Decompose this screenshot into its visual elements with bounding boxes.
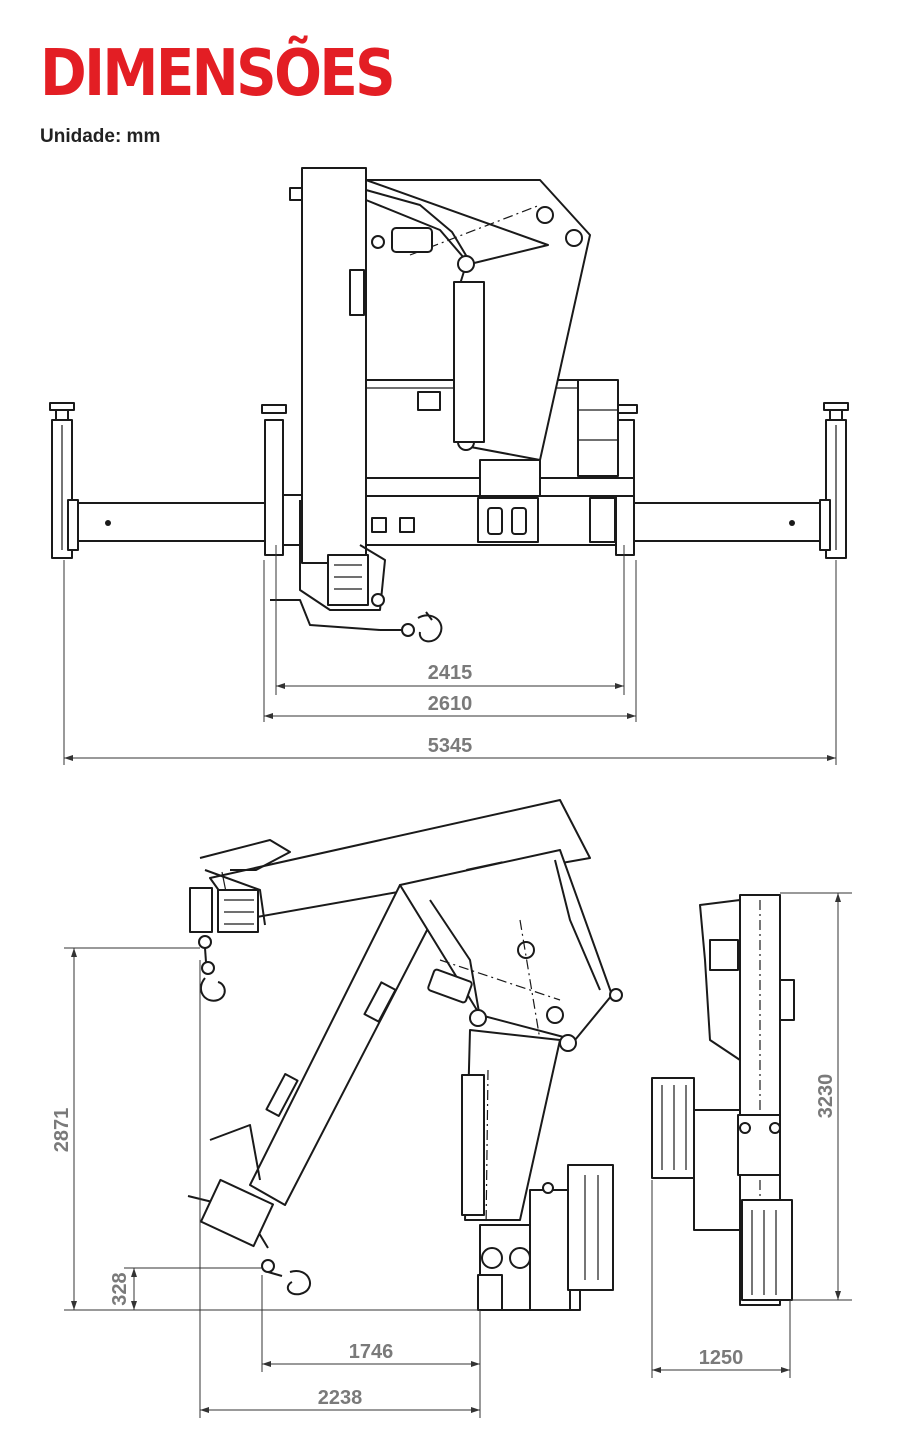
dimension-label: 2871	[51, 1108, 73, 1153]
dimension-label: 1250	[699, 1347, 744, 1369]
front-view-drawing	[49, 167, 849, 643]
dimension-label: 328	[109, 1272, 131, 1305]
dimension-label: 2610	[428, 693, 473, 715]
dimension-label: 5345	[428, 735, 473, 757]
dimension-label: 2415	[428, 662, 473, 684]
rear-view-dimensions: 3230 1250	[651, 892, 852, 1378]
page-title: DIMENSÕES	[40, 37, 396, 111]
front-view-dimensions: 2415 2610 5345	[63, 545, 837, 765]
unit-label: Unidade: mm	[40, 126, 161, 147]
dimension-label: 3230	[815, 1074, 837, 1119]
dimension-label: 1746	[349, 1341, 394, 1363]
side-view-drawing	[187, 799, 623, 1311]
rear-view-drawing	[651, 894, 795, 1306]
side-view-dimensions: 2871 328 1746 2238	[51, 947, 481, 1418]
dimension-label: 2238	[318, 1387, 363, 1409]
